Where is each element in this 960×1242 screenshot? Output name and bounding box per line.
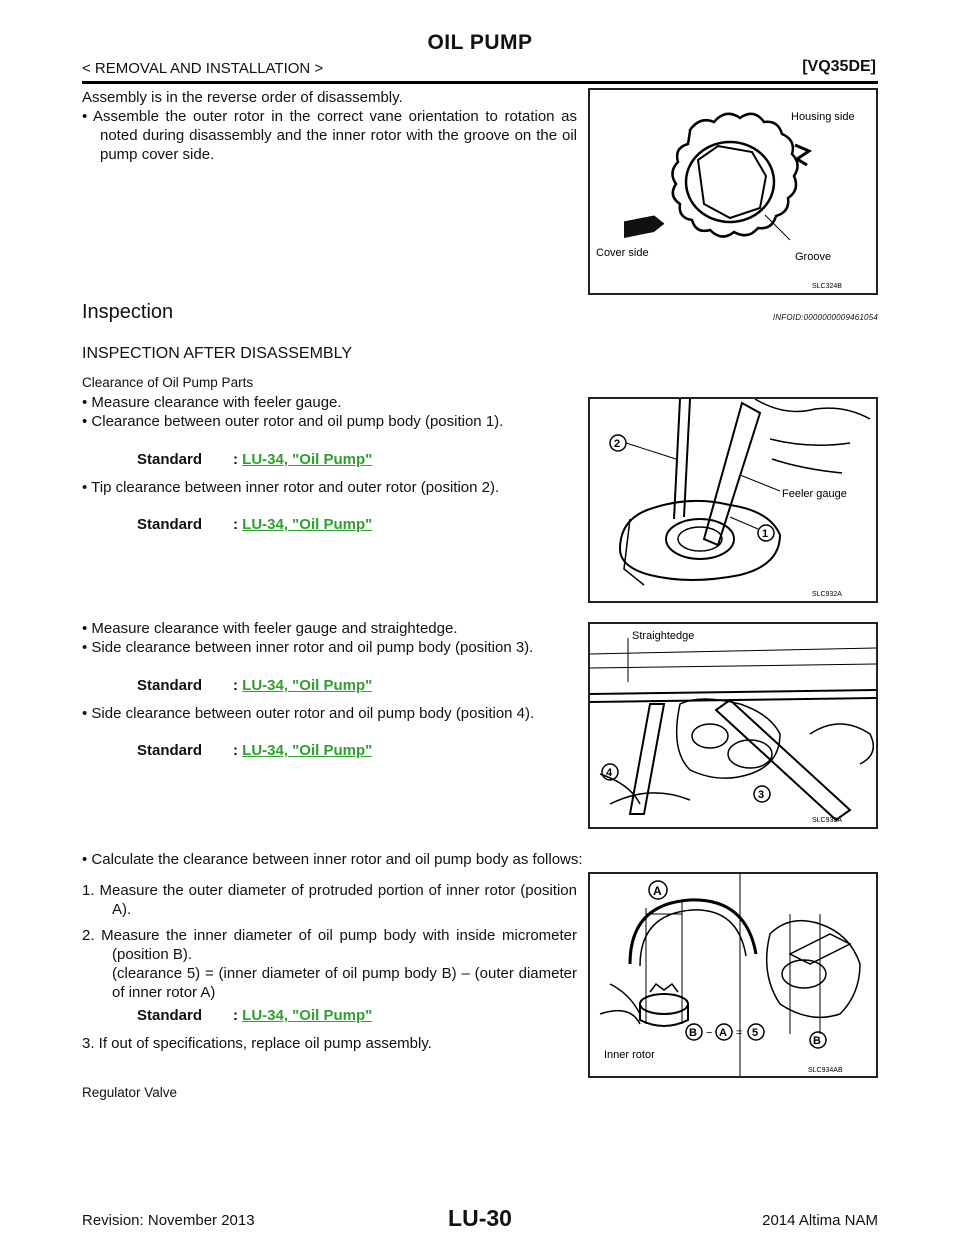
bullet-straightedge: • Measure clearance with feeler gauge an…: [82, 620, 458, 637]
fig3-code: SLC933A: [812, 817, 842, 824]
standard-row-5: Standard: LU-34, "Oil Pump": [137, 1007, 372, 1024]
page-number: LU-30: [448, 1205, 512, 1231]
figure-straightedge: 4 3 Straightedge SLC933A: [588, 622, 878, 829]
section-label: < REMOVAL AND INSTALLATION >: [82, 60, 324, 77]
bullet-position-1: • Clearance between outer rotor and oil …: [82, 413, 504, 430]
bullet-calculate: • Calculate the clearance between inner …: [82, 851, 583, 868]
clearance-bullets-3: • Measure clearance with feeler gauge an…: [82, 619, 582, 657]
header-rule: [82, 81, 878, 84]
fig4-eq-equals: =: [736, 1027, 742, 1039]
assembly-block: Assembly is in the reverse order of disa…: [82, 88, 577, 164]
standard-row-3: Standard: LU-34, "Oil Pump": [137, 677, 372, 694]
clearance-bullets-4: • Side clearance between outer rotor and…: [82, 704, 582, 723]
inspection-subheading: INSPECTION AFTER DISASSEMBLY: [82, 345, 352, 362]
fig1-housing-label: Housing side: [791, 111, 855, 123]
bullet-position-2: • Tip clearance between inner rotor and …: [82, 479, 500, 496]
bullet-feeler: • Measure clearance with feeler gauge.: [82, 394, 342, 411]
step-3: 3. If out of specifications, replace oil…: [82, 1035, 432, 1052]
inspection-heading: Inspection: [82, 301, 174, 323]
info-id: INFOID:0000000009461054: [772, 313, 878, 322]
standard-colon: :: [233, 516, 238, 533]
standard-colon: :: [233, 451, 238, 468]
standard-colon: :: [233, 742, 238, 759]
footer-edition: 2014 Altima NAM: [762, 1212, 878, 1229]
calc-bullet-block: • Calculate the clearance between inner …: [82, 850, 662, 869]
standard-link[interactable]: LU-34, "Oil Pump": [242, 516, 373, 533]
step-1: 1. Measure the outer diameter of protrud…: [82, 882, 577, 918]
standard-row-2: Standard: LU-34, "Oil Pump": [137, 516, 372, 533]
fig4-eq-b: B: [689, 1027, 697, 1039]
fig1-code: SLC324B: [812, 283, 842, 290]
fig4-eq-a: A: [719, 1027, 727, 1039]
clearance-bullets-1: • Measure clearance with feeler gauge. •…: [82, 393, 577, 431]
fig3-callout-3: 3: [758, 789, 764, 801]
calc-steps: 1. Measure the outer diameter of protrud…: [82, 881, 577, 1002]
standard-colon: :: [233, 677, 238, 694]
standard-row-4: Standard: LU-34, "Oil Pump": [137, 742, 372, 759]
model-label: [VQ35DE]: [802, 58, 876, 75]
standard-row-1: Standard: LU-34, "Oil Pump": [137, 451, 372, 468]
standard-label: Standard: [137, 677, 203, 694]
standard-label: Standard: [137, 516, 203, 533]
footer-revision: Revision: November 2013: [82, 1212, 255, 1229]
fig4-eq-5: 5: [752, 1027, 758, 1039]
figure-inner-rotor: A B − A = 5 B Inner rotor SLC934AB: [588, 872, 878, 1078]
standard-link[interactable]: LU-34, "Oil Pump": [242, 677, 373, 694]
standard-label: Standard: [137, 451, 203, 468]
assembly-intro: Assembly is in the reverse order of disa…: [82, 89, 403, 106]
step-3-block: 3. If out of specifications, replace oil…: [82, 1034, 577, 1053]
figure-feeler-gauge: 2 1 Feeler gauge SLC932A: [588, 397, 878, 603]
fig4-inner-label: Inner rotor: [604, 1049, 655, 1061]
fig3-straightedge-label: Straightedge: [632, 630, 694, 642]
fig2-callout-2: 2: [614, 438, 620, 450]
bullet-position-3: • Side clearance between inner rotor and…: [82, 639, 534, 656]
fig4-code: SLC934AB: [808, 1067, 843, 1074]
fig3-callout-4: 4: [606, 767, 613, 779]
bullet-position-4: • Side clearance between outer rotor and…: [82, 705, 535, 722]
fig4-callout-a-top: A: [653, 884, 662, 898]
page-title: OIL PUMP: [427, 31, 533, 54]
clearance-subheading: Clearance of Oil Pump Parts: [82, 375, 254, 390]
step-2: 2. Measure the inner diameter of oil pum…: [82, 927, 577, 963]
fig2-callout-1: 1: [762, 528, 768, 540]
standard-link[interactable]: LU-34, "Oil Pump": [242, 451, 373, 468]
standard-label: Standard: [137, 1007, 203, 1024]
standard-link[interactable]: LU-34, "Oil Pump": [242, 1007, 373, 1024]
fig1-groove-label: Groove: [795, 251, 831, 263]
standard-label: Standard: [137, 742, 203, 759]
figure-rotor-orientation: Housing side Cover side Groove SLC324B: [588, 88, 878, 295]
step-2-formula: (clearance 5) = (inner diameter of oil p…: [112, 965, 577, 1001]
standard-colon: :: [233, 1007, 238, 1024]
standard-link[interactable]: LU-34, "Oil Pump": [242, 742, 373, 759]
fig4-callout-b: B: [813, 1035, 821, 1047]
clearance-bullets-2: • Tip clearance between inner rotor and …: [82, 478, 577, 497]
fig4-eq-minus: −: [706, 1027, 712, 1039]
regulator-heading: Regulator Valve: [82, 1085, 178, 1100]
fig1-cover-label: Cover side: [596, 247, 649, 259]
assembly-bullet: • Assemble the outer rotor in the correc…: [82, 108, 577, 163]
fig2-feeler-label: Feeler gauge: [782, 488, 847, 500]
fig2-code: SLC932A: [812, 591, 842, 598]
